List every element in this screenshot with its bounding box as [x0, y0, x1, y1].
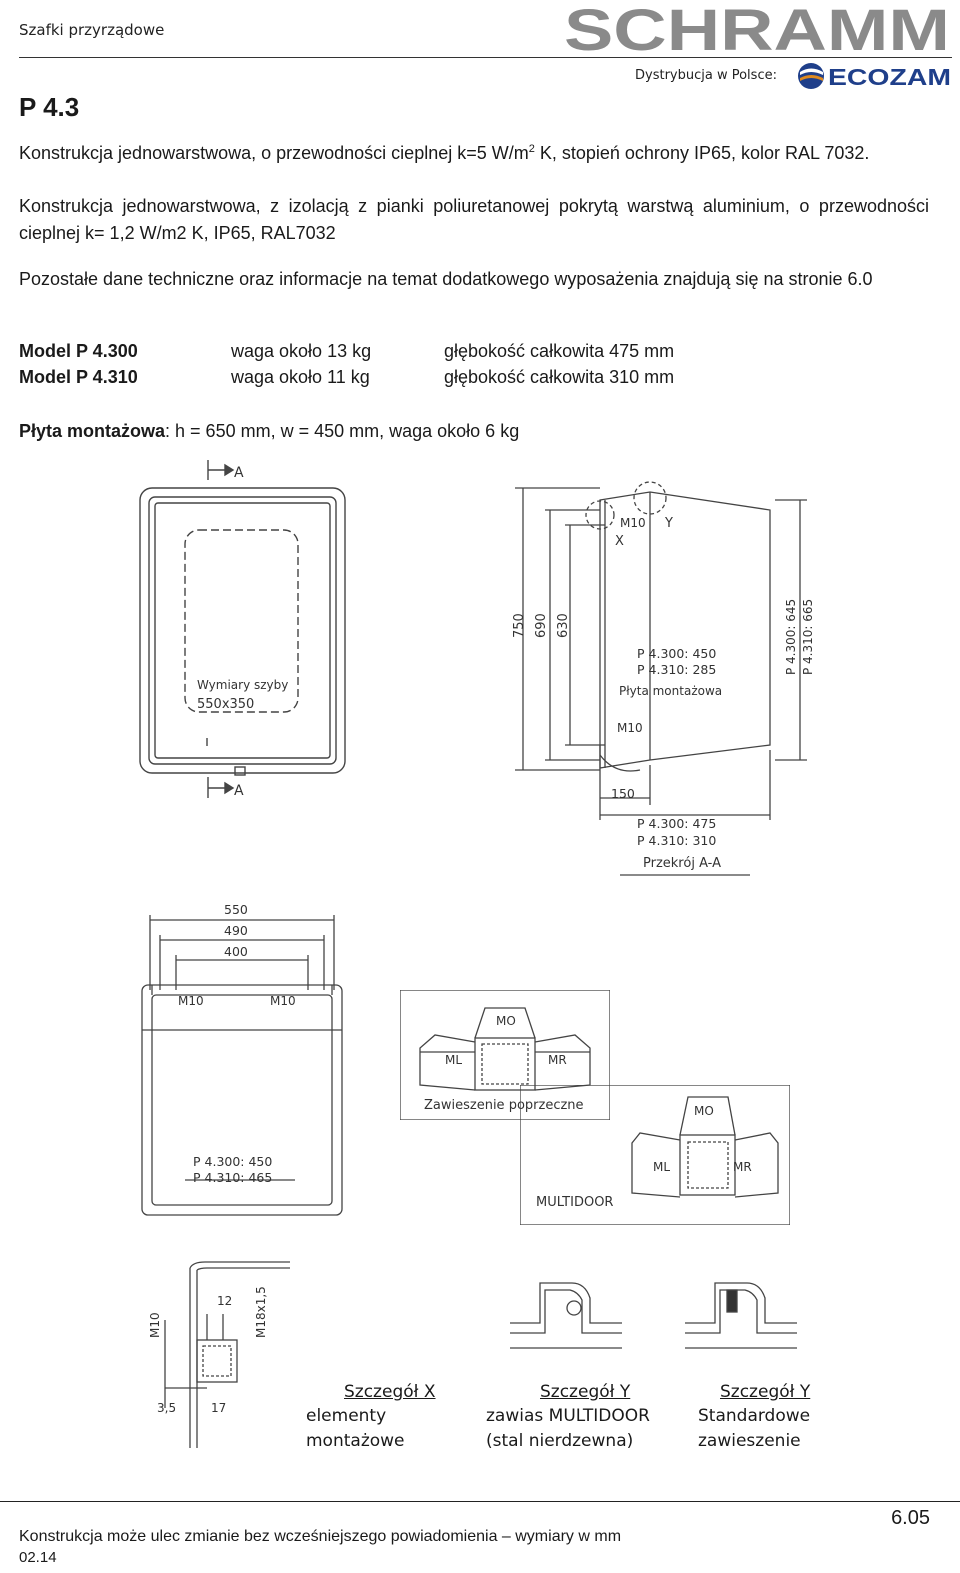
multidoor-ml: ML — [653, 1160, 670, 1174]
top-thread-left: M10 — [178, 994, 204, 1008]
dim-690: 690 — [534, 613, 549, 638]
detail-35: 3,5 — [157, 1401, 176, 1415]
distributor-label: Dystrybucja w Polsce: — [635, 68, 777, 83]
standard-hinge-detail-drawing — [685, 1282, 797, 1349]
multidoor-hinge-detail-drawing — [510, 1282, 622, 1349]
glass-dimensions-value: 550x350 — [197, 697, 254, 712]
right-dim-p4300: P 4.300: 645 — [784, 599, 798, 675]
detail-x-line-2: montażowe — [306, 1431, 405, 1451]
detail-y-line-1: zawias MULTIDOOR — [486, 1406, 650, 1426]
model-1-name: Model P 4.300 — [19, 341, 138, 361]
detail-standard-line-1: Standardowe — [698, 1406, 811, 1426]
page-number: 6.05 — [891, 1507, 930, 1529]
front-view-drawing: A A Wymiary szyby 550x350 — [139, 460, 346, 799]
ecozam-logo: ECOZAM — [798, 63, 951, 90]
plate-label: Płyta montażowa — [619, 684, 722, 698]
ecozam-logo-text: ECOZAM — [828, 64, 951, 90]
detail-12: 12 — [217, 1294, 232, 1308]
model-2-weight: waga około 11 kg — [231, 367, 370, 387]
top-dim-400: 400 — [224, 944, 248, 959]
depth-p4300: P 4.300: 475 — [637, 816, 716, 831]
section-caption: Przekrój A-A — [643, 856, 721, 871]
detail-y-marker: Y — [664, 516, 673, 531]
section-view-drawing: 750 690 630 M10 X Y P 4.300: 645 P 4.310… — [512, 481, 815, 876]
multidoor-mo: MO — [694, 1104, 714, 1118]
footer-date: 02.14 — [19, 1549, 57, 1566]
plate-dim-p4310: P 4.310: 285 — [637, 662, 716, 677]
cross-hinge-drawing: MO ML MR Zawieszenie poprzeczne — [400, 990, 610, 1120]
model-2-depth: głębokość całkowita 310 mm — [444, 367, 675, 387]
glass-dimensions-label: Wymiary szyby — [197, 678, 288, 692]
thread-m10-top: M10 — [620, 516, 646, 530]
right-dim-p4310: P 4.310: 665 — [801, 599, 815, 675]
top-view-drawing: 550 490 400 M10 M10 P 4.300: 450 P 4.310… — [141, 902, 343, 1216]
detail-x-drawing: M10 12 M18x1,5 3,5 17 — [148, 1261, 290, 1448]
multidoor-caption: MULTIDOOR — [536, 1195, 613, 1210]
detail-standard-title: Szczegół Y — [720, 1382, 811, 1402]
multidoor-mr: MR — [733, 1160, 752, 1174]
offset-150: 150 — [611, 786, 635, 801]
detail-m10: M10 — [148, 1312, 162, 1338]
top-dim-550: 550 — [224, 902, 248, 917]
section-marker-bottom: A — [234, 783, 244, 799]
detail-x-marker: X — [615, 534, 624, 549]
model-1-weight: waga około 13 kg — [231, 341, 372, 361]
dim-630: 630 — [556, 613, 571, 638]
cross-mo: MO — [496, 1014, 516, 1028]
description-line-1: Konstrukcja jednowarstwowa, o przewodnoś… — [19, 143, 870, 163]
detail-17: 17 — [211, 1401, 226, 1415]
detail-x-line-1: elementy — [306, 1406, 387, 1426]
detail-standard-line-2: zawieszenie — [698, 1431, 801, 1451]
detail-y-title: Szczegół Y — [540, 1382, 631, 1402]
top-thread-right: M10 — [270, 994, 296, 1008]
top-depth-p4310: P 4.310: 465 — [193, 1170, 272, 1185]
description-line-3: Pozostałe dane techniczne oraz informacj… — [19, 269, 873, 289]
footer-rule — [0, 1501, 960, 1502]
plate-dim-p4300: P 4.300: 450 — [637, 646, 716, 661]
thread-m10-bottom: M10 — [617, 721, 643, 735]
header-category: Szafki przyrządowe — [19, 21, 165, 39]
footer-disclaimer: Konstrukcja może ulec zmianie bez wcześn… — [19, 1528, 622, 1545]
product-code: P 4.3 — [19, 92, 80, 122]
schramm-logo-text: SCHRAMM — [564, 4, 950, 56]
top-depth-p4300: P 4.300: 450 — [193, 1154, 272, 1169]
top-dim-490: 490 — [224, 923, 248, 938]
cross-ml: ML — [445, 1053, 462, 1067]
cross-mr: MR — [548, 1053, 567, 1067]
section-marker-top: A — [234, 465, 244, 481]
model-2-name: Model P 4.310 — [19, 367, 138, 387]
mounting-plate: Płyta montażowa: h = 650 mm, w = 450 mm,… — [19, 421, 520, 441]
dim-750: 750 — [512, 613, 527, 638]
detail-y-line-2: (stal nierdzewna) — [486, 1431, 634, 1451]
detail-m18: M18x1,5 — [254, 1286, 268, 1338]
schramm-logo: SCHRAMM — [564, 4, 950, 56]
header-rule — [19, 57, 952, 58]
description-line-2: Konstrukcja jednowarstwowa, z izolacją z… — [19, 196, 929, 243]
depth-p4310: P 4.310: 310 — [637, 833, 716, 848]
model-1-depth: głębokość całkowita 475 mm — [444, 341, 675, 361]
multidoor-drawing: MO ML MR MULTIDOOR — [520, 1085, 790, 1225]
cross-caption: Zawieszenie poprzeczne — [424, 1098, 584, 1113]
detail-x-title: Szczegół X — [344, 1382, 436, 1402]
